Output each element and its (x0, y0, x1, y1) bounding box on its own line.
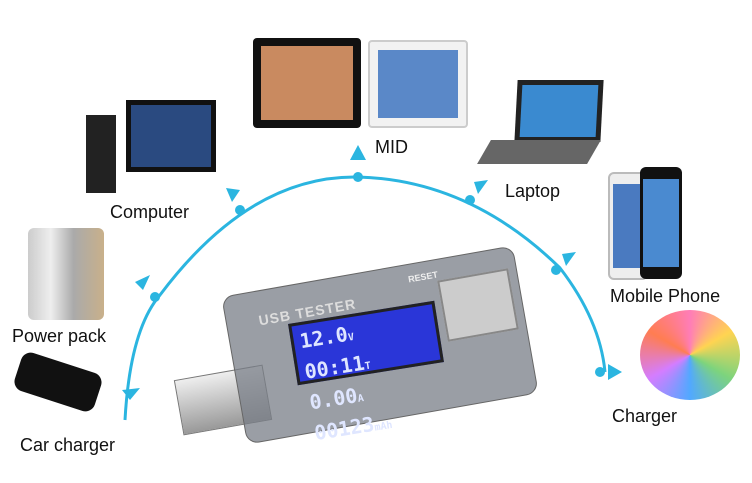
unit-a: A (357, 393, 365, 405)
unit-v: V (347, 331, 356, 344)
usb-chargers-image (640, 310, 740, 400)
monitor-image (126, 100, 216, 172)
capacity-value: 00123 (312, 411, 376, 446)
label-power-pack: Power pack (12, 326, 107, 346)
laptop-image (514, 80, 604, 142)
label-charger: Charger (612, 406, 678, 426)
usb-port (437, 268, 519, 342)
laptop-base (477, 140, 601, 164)
tablet-image (253, 38, 361, 128)
computer-tower-image (86, 115, 116, 193)
label-computer: Computer (110, 202, 190, 222)
unit-mah: mAh (373, 419, 394, 434)
tablet-image-2 (368, 40, 468, 128)
label-laptop: Laptop (505, 181, 561, 201)
label-mid: MID (375, 137, 408, 157)
current-value: 0.00 (307, 383, 360, 415)
time-value: 00:11 (302, 350, 367, 384)
unit-t: T (364, 360, 372, 373)
label-mobile-phone: Mobile Phone (610, 286, 721, 306)
phone-image-black (640, 167, 682, 279)
power-pack-image (28, 228, 104, 320)
label-car-charger: Car charger (20, 435, 116, 455)
voltage-value: 12.0 (298, 321, 350, 354)
